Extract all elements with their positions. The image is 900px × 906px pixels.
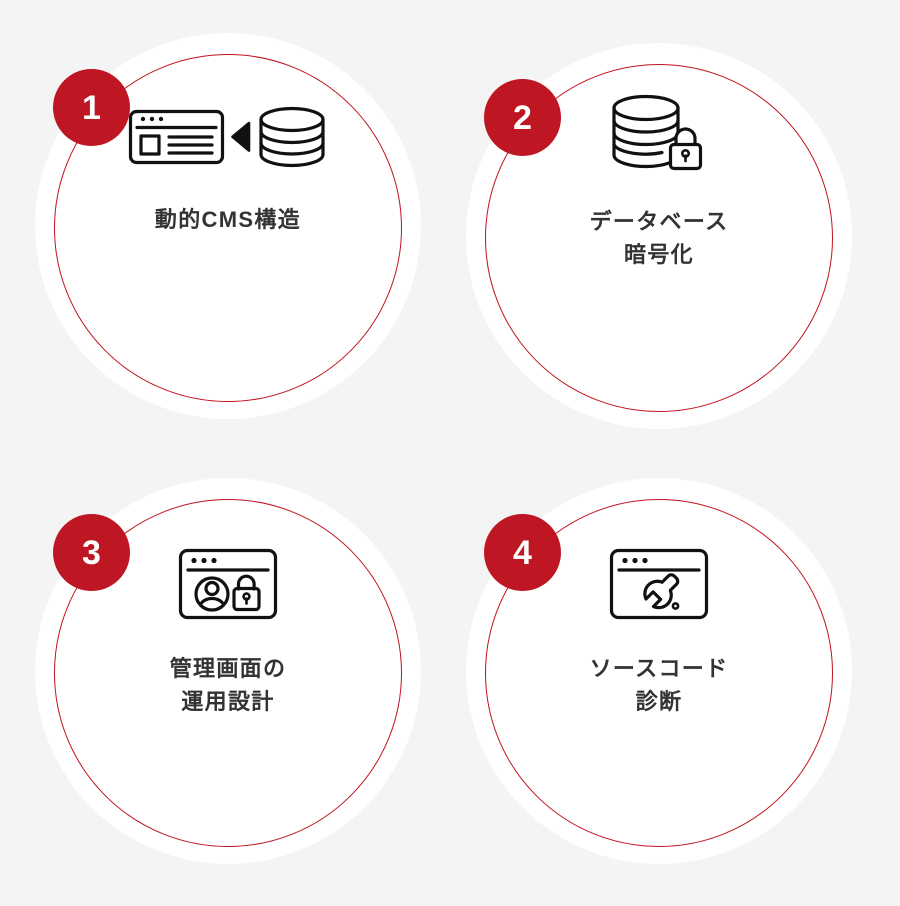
step-badge-number: 4 xyxy=(513,533,532,572)
step-badge-number: 2 xyxy=(513,98,532,137)
card-red-ring xyxy=(54,499,402,847)
card-label: 動的CMS構造 xyxy=(154,207,302,232)
step-badge-4: 4 xyxy=(484,514,561,591)
card-content: ソースコード 診断 xyxy=(485,499,833,847)
card-content: 動的CMS構造 xyxy=(54,54,402,402)
step-badge-1: 1 xyxy=(53,69,130,146)
card-label: 管理画面の 運用設計 xyxy=(169,656,287,714)
card-content: データベース 暗号化 xyxy=(485,64,833,412)
card-red-ring xyxy=(54,54,402,402)
database-lock-icon xyxy=(607,64,711,184)
step-badge-3: 3 xyxy=(53,514,130,591)
admin-user-lock-browser-icon xyxy=(178,499,278,633)
feature-card-3[interactable]: 3 xyxy=(35,478,421,864)
source-code-wrench-browser-icon xyxy=(609,499,709,633)
card-content: 管理画面の 運用設計 xyxy=(54,499,402,847)
card-red-ring xyxy=(485,499,833,847)
feature-card-2[interactable]: 2 データベース xyxy=(466,43,852,429)
card-label: ソースコード 診断 xyxy=(589,656,729,714)
step-badge-number: 3 xyxy=(82,533,101,572)
card-label: データベース 暗号化 xyxy=(589,209,729,267)
card-red-ring xyxy=(485,64,833,412)
step-badge-2: 2 xyxy=(484,79,561,156)
feature-card-4[interactable]: 4 ソースコード 診断 xyxy=(466,478,852,864)
feature-card-1[interactable]: 1 xyxy=(35,33,421,419)
step-badge-number: 1 xyxy=(82,88,101,127)
cms-browser-database-icon xyxy=(128,54,328,186)
